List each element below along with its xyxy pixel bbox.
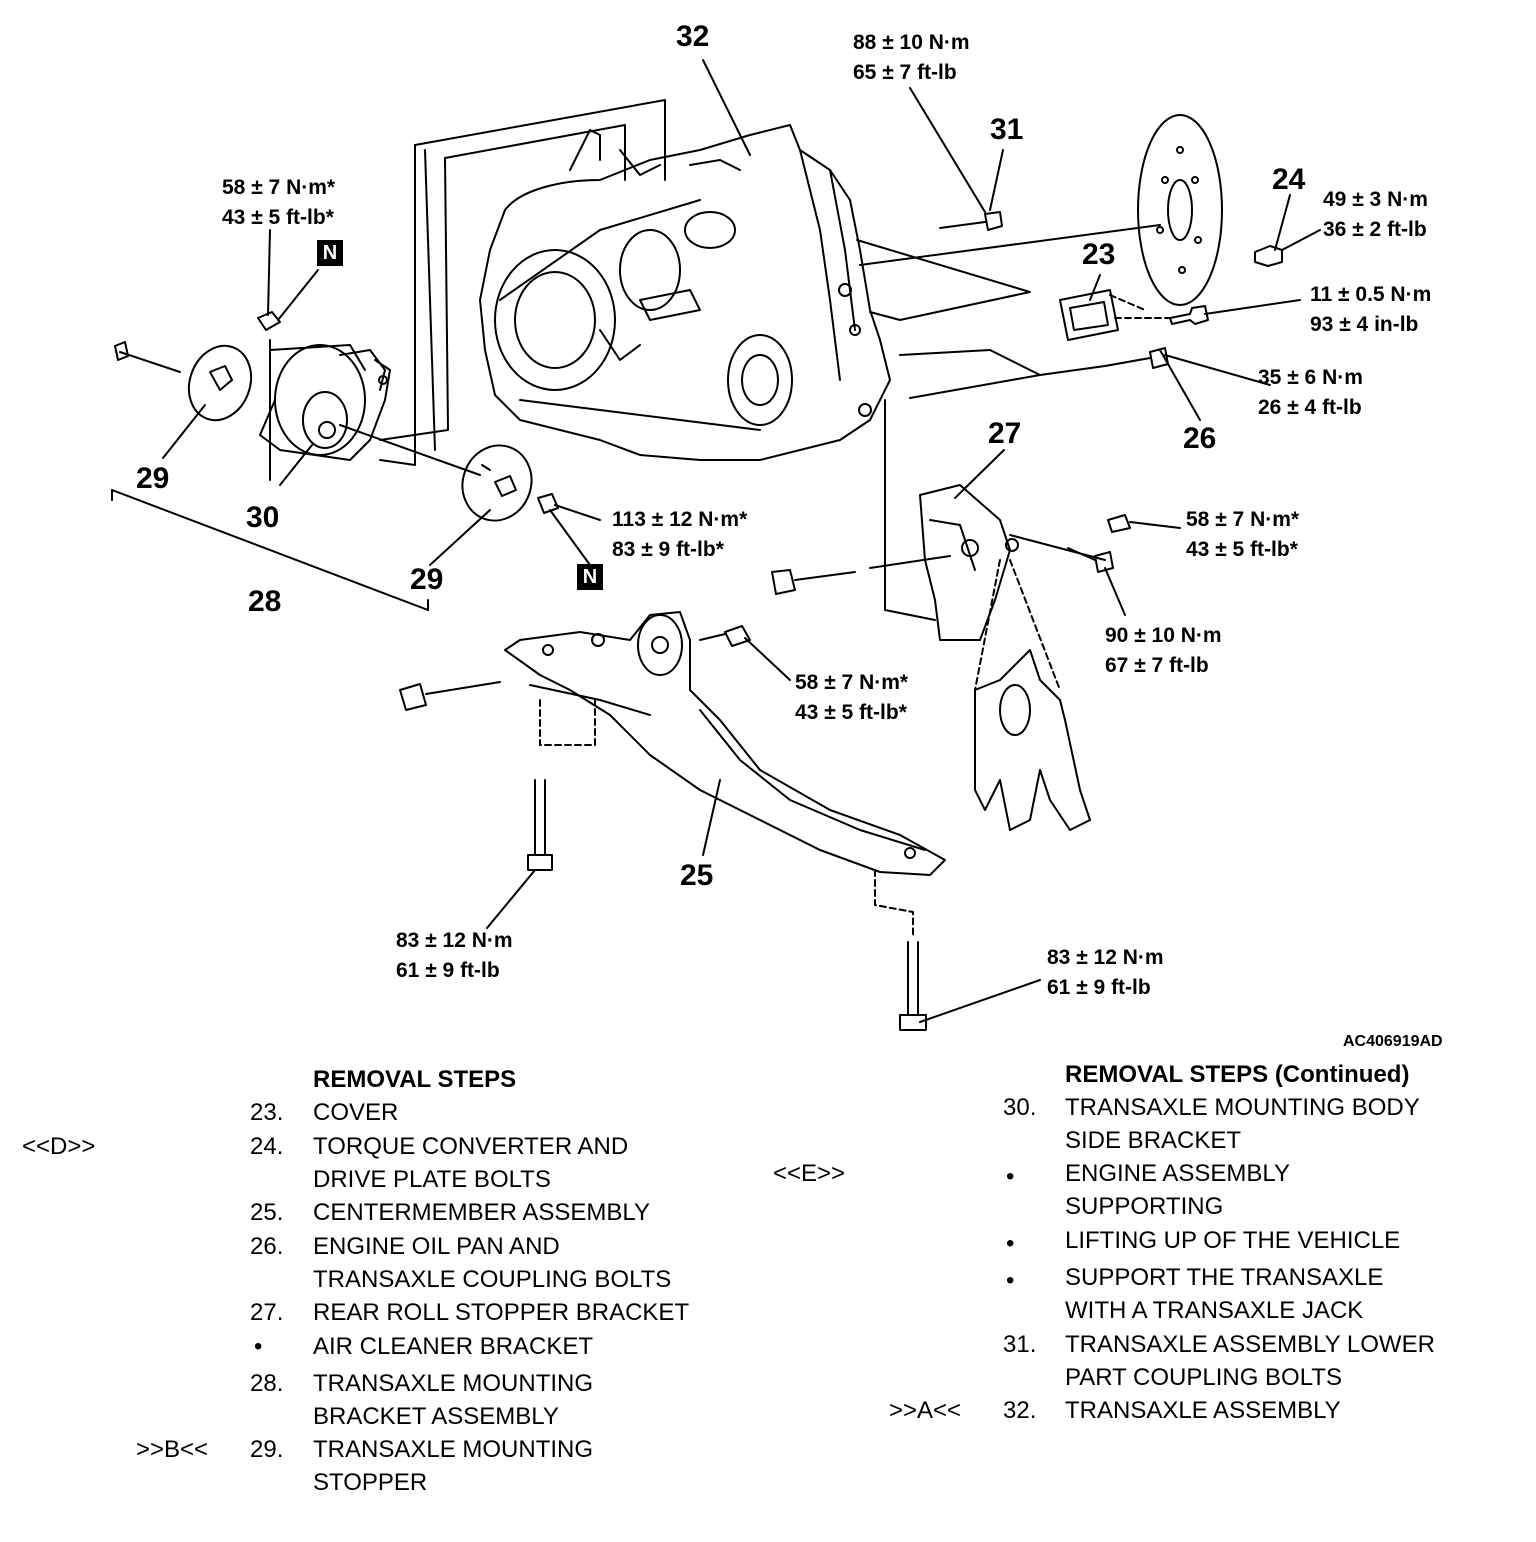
callout-32: 32	[676, 20, 710, 53]
step-number: 32.	[1003, 1397, 1037, 1424]
step-text: SUPPORT THE TRANSAXLE	[1065, 1264, 1384, 1291]
torque-spec-mount-nut: 58 ± 7 N·m* 43 ± 5 ft-lb*	[222, 173, 335, 233]
centermember-assembly-drawing	[504, 611, 946, 876]
torque-spec-29-nut: 113 ± 12 N·m* 83 ± 9 ft-lb*	[612, 505, 747, 565]
step-bullet: •	[1006, 1163, 1015, 1190]
torque-nm: 83 ± 12 N·m	[1047, 946, 1164, 969]
step-marker: >>A<<	[889, 1397, 962, 1424]
transaxle-mounting-bracket-drawing	[259, 344, 391, 461]
callout-25: 25	[680, 859, 714, 892]
torque-ftlb: 93 ± 4 in-lb	[1310, 313, 1419, 336]
torque-ftlb: 43 ± 5 ft-lb*	[1186, 538, 1298, 561]
step-number: 25.	[250, 1199, 284, 1226]
torque-nm: 11 ± 0.5 N·m	[1310, 283, 1432, 306]
torque-spec-centermember-rear: 83 ± 12 N·m 61 ± 9 ft-lb	[1047, 943, 1164, 1003]
step-text: ENGINE ASSEMBLY	[1065, 1160, 1290, 1187]
callout-24: 24	[1272, 163, 1306, 196]
step-text: TORQUE CONVERTER AND	[313, 1133, 629, 1160]
torque-ftlb: 36 ± 2 ft-lb	[1323, 218, 1427, 241]
exploded-parts-diagram	[111, 59, 1321, 1031]
step-text: AIR CLEANER BRACKET	[313, 1333, 594, 1360]
step-text: COVER	[313, 1099, 399, 1126]
figure-reference-code: AC406919AD	[1343, 1033, 1443, 1050]
step-text: LIFTING UP OF THE VEHICLE	[1065, 1227, 1401, 1254]
step-number: 31.	[1003, 1331, 1037, 1358]
callout-30: 30	[246, 501, 280, 534]
step-marker: <<D>>	[22, 1133, 96, 1160]
transaxle-assembly-drawing	[479, 124, 891, 461]
torque-nm: 88 ± 10 N·m	[853, 31, 970, 54]
step-text: TRANSAXLE MOUNTING	[313, 1370, 594, 1397]
new-part-badge: N	[577, 564, 603, 590]
torque-ftlb: 43 ± 5 ft-lb*	[222, 206, 334, 229]
callout-26: 26	[1183, 422, 1217, 455]
callout-27: 27	[988, 417, 1022, 450]
callout-23: 23	[1082, 238, 1116, 271]
step-text: TRANSAXLE MOUNTING	[313, 1436, 594, 1463]
step-text: SIDE BRACKET	[1065, 1127, 1242, 1154]
step-text: BRACKET ASSEMBLY	[313, 1403, 559, 1430]
torque-ftlb: 83 ± 9 ft-lb*	[612, 538, 724, 561]
step-number: 29.	[250, 1436, 284, 1463]
step-text: TRANSAXLE COUPLING BOLTS	[313, 1266, 672, 1293]
torque-spec-27-nut: 58 ± 7 N·m* 43 ± 5 ft-lb*	[1186, 505, 1299, 565]
torque-nm: 58 ± 7 N·m*	[795, 671, 909, 694]
torque-nm: 113 ± 12 N·m*	[612, 508, 748, 531]
step-bullet: •	[254, 1333, 263, 1360]
torque-ftlb: 67 ± 7 ft-lb	[1105, 654, 1209, 677]
step-text: DRIVE PLATE BOLTS	[313, 1166, 551, 1193]
step-text: ENGINE OIL PAN AND	[313, 1233, 560, 1260]
callout-29-left: 29	[136, 462, 170, 495]
torque-spec-26: 35 ± 6 N·m 26 ± 4 ft-lb	[1258, 363, 1363, 423]
new-part-badge: N	[317, 240, 343, 266]
torque-spec-24: 49 ± 3 N·m 36 ± 2 ft-lb	[1323, 185, 1428, 245]
callout-29-center: 29	[410, 563, 444, 596]
step-number: 27.	[250, 1299, 284, 1326]
step-text: CENTERMEMBER ASSEMBLY	[313, 1199, 650, 1226]
rear-roll-stopper-bracket-drawing	[919, 484, 1019, 641]
step-text: SUPPORTING	[1065, 1193, 1224, 1220]
torque-ftlb: 43 ± 5 ft-lb*	[795, 701, 907, 724]
step-text: TRANSAXLE ASSEMBLY	[1065, 1397, 1341, 1424]
torque-nm: 58 ± 7 N·m*	[1186, 508, 1300, 531]
torque-spec-23: 11 ± 0.5 N·m 93 ± 4 in-lb	[1310, 280, 1431, 340]
step-text: REAR ROLL STOPPER BRACKET	[313, 1299, 690, 1326]
torque-ftlb: 61 ± 9 ft-lb	[1047, 976, 1151, 999]
step-text: PART COUPLING BOLTS	[1065, 1364, 1342, 1391]
step-bullet: •	[1006, 1267, 1015, 1294]
torque-nm: 58 ± 7 N·m*	[222, 176, 336, 199]
step-number: 26.	[250, 1233, 284, 1260]
step-marker: <<E>>	[773, 1160, 846, 1187]
step-text: WITH A TRANSAXLE JACK	[1065, 1297, 1364, 1324]
step-text: TRANSAXLE ASSEMBLY LOWER	[1065, 1331, 1435, 1358]
removal-steps-heading: REMOVAL STEPS	[313, 1066, 517, 1093]
step-text: STOPPER	[313, 1469, 428, 1496]
torque-nm: 49 ± 3 N·m	[1323, 188, 1428, 211]
step-bullet: •	[1006, 1230, 1015, 1257]
step-marker: >>B<<	[136, 1436, 209, 1463]
step-text: TRANSAXLE MOUNTING BODY	[1065, 1094, 1420, 1121]
torque-ftlb: 65 ± 7 ft-lb	[853, 61, 957, 84]
torque-spec-27-bolt: 90 ± 10 N·m 67 ± 7 ft-lb	[1105, 621, 1222, 681]
step-number: 23.	[250, 1099, 284, 1126]
torque-nm: 90 ± 10 N·m	[1105, 624, 1222, 647]
step-number: 24.	[250, 1133, 284, 1160]
torque-ftlb: 26 ± 4 ft-lb	[1258, 396, 1362, 419]
torque-spec-centermember-front: 83 ± 12 N·m 61 ± 9 ft-lb	[396, 926, 513, 986]
step-number: 30.	[1003, 1094, 1037, 1121]
torque-spec-31: 88 ± 10 N·m 65 ± 7 ft-lb	[853, 28, 970, 88]
callout-28: 28	[248, 585, 282, 618]
torque-nm: 83 ± 12 N·m	[396, 929, 513, 952]
drive-plate-drawing	[1137, 114, 1223, 306]
torque-spec-25-nut: 58 ± 7 N·m* 43 ± 5 ft-lb*	[795, 668, 908, 728]
step-number: 28.	[250, 1370, 284, 1397]
torque-nm: 35 ± 6 N·m	[1258, 366, 1363, 389]
torque-ftlb: 61 ± 9 ft-lb	[396, 959, 500, 982]
removal-steps-continued-heading: REMOVAL STEPS (Continued)	[1065, 1061, 1410, 1088]
callout-31: 31	[990, 113, 1024, 146]
